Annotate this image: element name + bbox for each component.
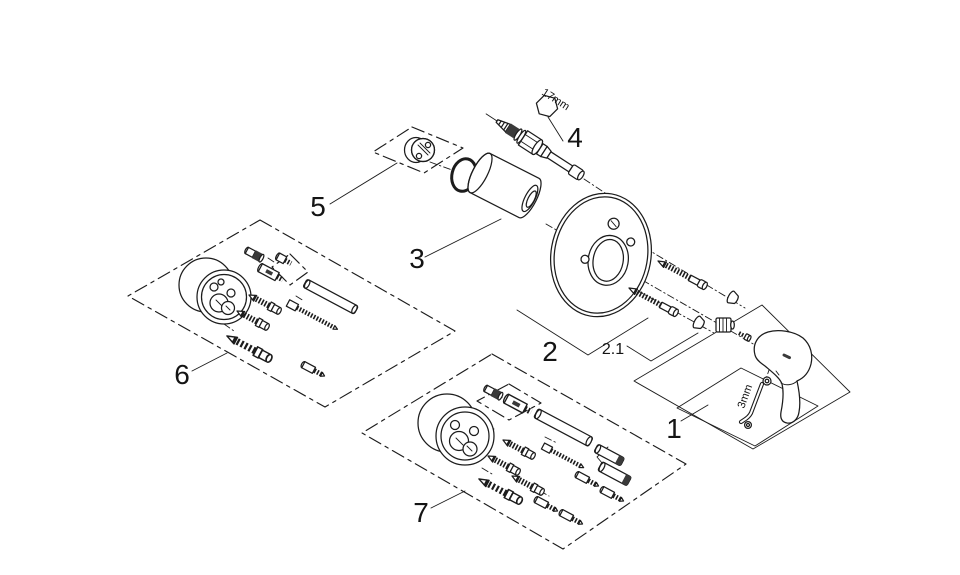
- part-7-fitting: [481, 383, 505, 402]
- part-6-extension-kit: [178, 245, 359, 379]
- label-part-7: 7: [413, 497, 429, 528]
- part-7-stud: [599, 486, 625, 504]
- escutcheon-plate: [549, 192, 653, 318]
- part-2-bracket: [516, 309, 649, 356]
- label-part-4: 4: [567, 122, 583, 153]
- part-1-inner-outline: [676, 367, 819, 447]
- part-3-sleeve: [467, 152, 542, 219]
- label-part-3: 3: [409, 243, 425, 274]
- handle-adapter-cube: [715, 317, 735, 333]
- part-7-stud: [574, 471, 600, 489]
- part-7-screw: [501, 436, 537, 460]
- label-part-5: 5: [310, 191, 326, 222]
- part-7-screw: [510, 472, 546, 496]
- leader-1: [680, 404, 709, 422]
- part-5-kit-box: [372, 126, 464, 174]
- part-7-sleeve: [593, 444, 625, 467]
- part-6-inner-box: [271, 253, 309, 286]
- part-2-1-bracket: [626, 332, 699, 362]
- lever-handle: [753, 330, 813, 424]
- part-7-adapter: [502, 393, 533, 416]
- part-7-housing: [417, 393, 495, 466]
- leader-4: [547, 116, 564, 142]
- part-6-threaded-rod: [285, 299, 339, 330]
- allen-key-3mm: [738, 376, 772, 430]
- label-part-2-1: 2.1: [602, 341, 624, 358]
- part-7-screw: [486, 452, 522, 476]
- part-6-fitting: [242, 245, 266, 264]
- leader-5: [329, 162, 398, 205]
- part-6-adapter: [257, 263, 285, 284]
- leader-7: [430, 490, 466, 509]
- axis-lines: [223, 161, 771, 497]
- part-7-kit-box: [361, 353, 687, 550]
- part-7-inner-box: [476, 383, 542, 421]
- leader-3: [424, 218, 502, 258]
- part-7-stud: [558, 509, 584, 527]
- label-part-2: 2: [542, 336, 558, 367]
- part-7-sleeve: [597, 461, 632, 486]
- escutcheon-clip: [691, 314, 707, 332]
- label-part-6: 6: [174, 359, 190, 390]
- part-6-stud: [300, 361, 326, 379]
- group-brackets: [516, 304, 851, 471]
- handle-slot: [782, 353, 791, 360]
- part-6-kit-box: [127, 219, 456, 408]
- part-6-fitting-2: [274, 252, 293, 266]
- part-7-extension-kit: [417, 383, 632, 527]
- part-6-tube: [302, 279, 359, 315]
- leader-lines: [191, 116, 709, 509]
- part-6-screw: [235, 307, 271, 331]
- hex-17mm-icon: [535, 94, 559, 118]
- part-5-cap: [403, 136, 436, 164]
- handle-screw: [738, 331, 752, 342]
- leader-6: [191, 352, 228, 372]
- part-4-cartridge: [485, 94, 585, 181]
- part-2-escutcheon-assembly: [549, 192, 741, 332]
- part-7-threaded-rod: [540, 442, 585, 469]
- mounting-screw: [627, 284, 679, 317]
- escutcheon-clip: [725, 289, 741, 307]
- label-part-1: 1: [666, 413, 682, 444]
- part-1-handle-assembly: [715, 317, 813, 430]
- kit-boxes: [127, 126, 687, 550]
- mounting-screw: [656, 257, 708, 290]
- part-6-screw: [247, 291, 283, 315]
- part-6-screw-long: [225, 332, 274, 364]
- part-7-tube: [533, 408, 594, 447]
- part-7-stud: [533, 496, 559, 514]
